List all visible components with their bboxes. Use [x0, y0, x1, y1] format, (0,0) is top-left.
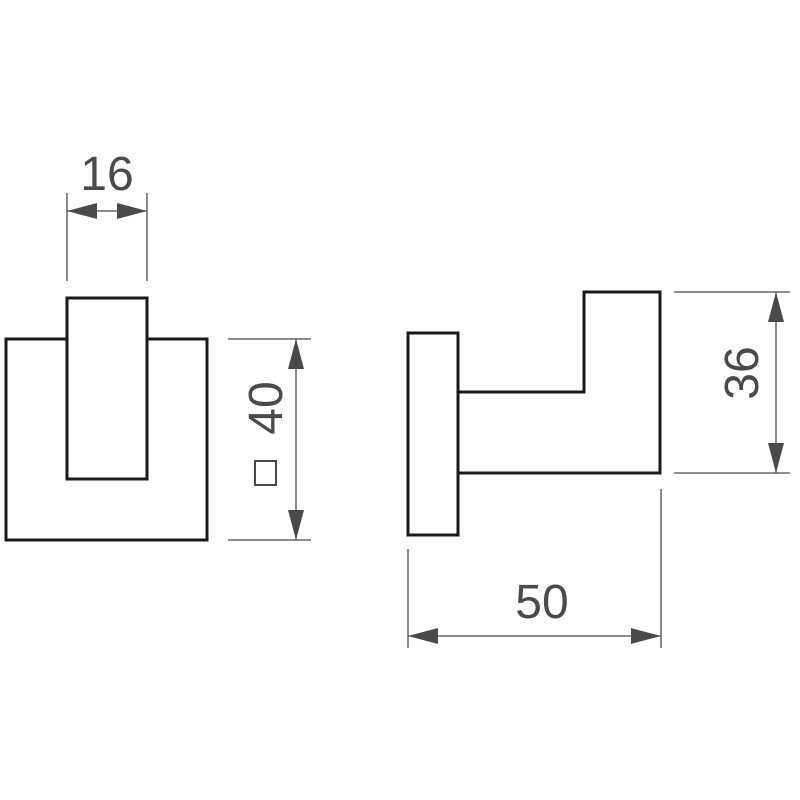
arrowhead — [768, 292, 784, 322]
arrowhead — [288, 339, 304, 369]
front-view: 16 40 — [4, 148, 311, 542]
arrowhead — [67, 203, 97, 219]
side-view: 36 50 — [406, 290, 790, 648]
front-base-plate — [4, 337, 209, 542]
height-dim-label: 36 — [716, 346, 769, 399]
side-height-dimension: 36 — [674, 291, 790, 474]
side-depth-dimension: 50 — [407, 489, 662, 648]
side-wall-plate — [406, 331, 460, 537]
depth-dim-label: 50 — [515, 576, 568, 629]
arrowhead — [631, 628, 661, 644]
arrowhead — [117, 203, 147, 219]
square-section-icon — [254, 460, 277, 486]
width-dim-label: 16 — [80, 148, 133, 201]
front-height-dimension: 40 — [228, 338, 311, 541]
arrowhead — [408, 628, 438, 644]
arrowhead — [768, 443, 784, 473]
front-hook-arm — [65, 296, 149, 481]
height-dim-label: 40 — [240, 381, 293, 434]
arrowhead — [288, 510, 304, 540]
front-width-dimension: 16 — [66, 148, 148, 281]
side-hook-profile — [458, 290, 662, 475]
